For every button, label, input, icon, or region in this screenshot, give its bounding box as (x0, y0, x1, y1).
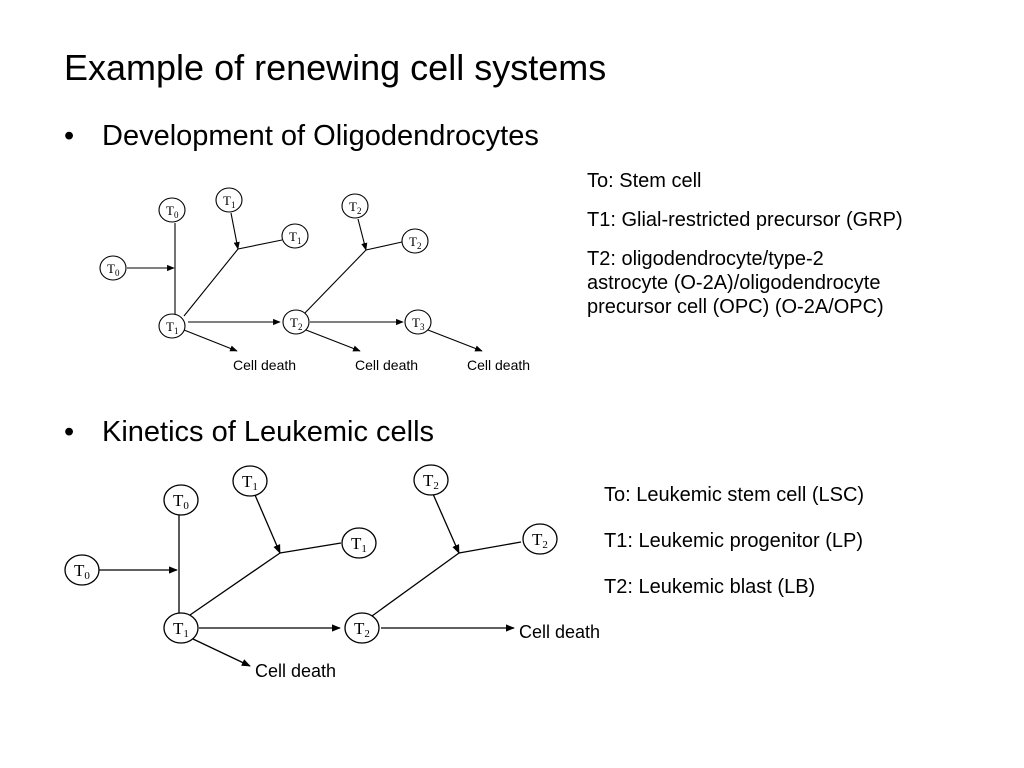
node-t2-mid: T2 (282, 309, 310, 335)
cell-death-label: Cell death (519, 622, 600, 642)
svg-text:T2: T2 (532, 530, 548, 551)
node-t2-mid: T2 (344, 612, 380, 644)
bullet-text: Kinetics of Leukemic cells (102, 416, 435, 448)
legend-line: precursor cell (OPC) (O-2A/OPC) (587, 296, 884, 318)
legend-item-t2: T2: Leukemic blast (LB) (604, 576, 816, 598)
svg-text:T2: T2 (290, 315, 302, 332)
cell-death-label: Cell death (255, 661, 336, 681)
legend-leukemic: To: Leukemic stem cell (LSC) T1: Leukemi… (604, 483, 864, 614)
svg-text:T1: T1 (166, 319, 178, 336)
edge (183, 248, 239, 317)
node-t2-top: T2 (341, 193, 369, 219)
edge (371, 552, 460, 617)
edge-arrow (427, 329, 483, 352)
edge (302, 249, 367, 316)
svg-text:T2: T2 (409, 234, 421, 251)
edge (237, 239, 283, 250)
slide-title: Example of renewing cell systems (64, 47, 607, 88)
legend-item-t2: T2: oligodendrocyte/type-2 astrocyte (O-… (587, 247, 903, 319)
svg-text:T2: T2 (423, 471, 439, 492)
edge-arrow (357, 218, 368, 251)
edge (458, 541, 522, 554)
svg-text:T1: T1 (289, 229, 301, 246)
svg-text:T1: T1 (242, 472, 258, 493)
bullet-text: Development of Oligodendrocytes (102, 120, 539, 152)
legend-item-t1: T1: Leukemic progenitor (LP) (604, 530, 864, 552)
edge (189, 552, 281, 616)
edge-arrow (305, 329, 361, 352)
legend-item-t0: To: Stem cell (587, 170, 702, 192)
cell-death-label: Cell death (233, 357, 296, 373)
svg-text:T0: T0 (107, 261, 120, 278)
edge-arrow (254, 494, 281, 554)
node-t0-top: T0 (158, 197, 186, 223)
node-t0-input: T0 (64, 554, 100, 586)
legend-item-t0: To: Leukemic stem cell (LSC) (604, 484, 865, 506)
leukemic-lineage-diagram: T0 T0 T1 T1 T1 T2 T2 T2 Cell death Cell … (64, 464, 600, 681)
edge (365, 241, 403, 251)
bullet-leukemic: • Kinetics of Leukemic cells (64, 418, 434, 447)
legend-line: astrocyte (O-2A)/oligodendrocyte (587, 272, 881, 294)
svg-text:T1: T1 (223, 193, 235, 210)
legend-item-t1: T1: Glial-restricted precursor (GRP) (587, 209, 903, 231)
bullet-marker: • (64, 416, 75, 448)
edge (279, 542, 342, 554)
oligodendrocyte-lineage-diagram: T0 T0 T1 T1 T1 T2 T2 T2 T3 Cell death Ce… (99, 187, 530, 373)
svg-text:T1: T1 (351, 534, 367, 555)
edge-arrow (230, 212, 240, 250)
node-t1-top: T1 (232, 465, 268, 497)
bullet-oligodendrocytes: • Development of Oligodendrocytes (64, 122, 539, 151)
cell-death-label: Cell death (467, 357, 530, 373)
edge-arrow (432, 493, 460, 554)
svg-text:T2: T2 (354, 619, 370, 640)
node-t1-branch: T1 (281, 223, 309, 249)
legend-oligodendrocytes: To: Stem cell T1: Glial-restricted precu… (587, 169, 903, 319)
node-t0-top: T0 (163, 484, 199, 516)
legend-line: T2: oligodendrocyte/type-2 (587, 248, 824, 270)
svg-text:T3: T3 (412, 315, 425, 332)
node-t1-top: T1 (215, 187, 243, 213)
node-t3: T3 (404, 309, 432, 335)
node-t2-branch: T2 (401, 228, 429, 254)
node-t2-branch: T2 (522, 523, 558, 555)
node-t2-top: T2 (413, 464, 449, 496)
node-t1-branch: T1 (341, 527, 377, 559)
svg-text:T0: T0 (74, 561, 90, 582)
node-t1-root: T1 (163, 612, 199, 644)
svg-text:T1: T1 (173, 619, 189, 640)
cell-death-label: Cell death (355, 357, 418, 373)
edge-arrow (183, 329, 238, 352)
bullet-marker: • (64, 120, 75, 152)
svg-text:T0: T0 (166, 203, 179, 220)
node-t0-input: T0 (99, 255, 127, 281)
svg-text:T0: T0 (173, 491, 189, 512)
edge-arrow (192, 638, 251, 667)
svg-text:T2: T2 (349, 199, 361, 216)
node-t1-root: T1 (158, 313, 186, 339)
